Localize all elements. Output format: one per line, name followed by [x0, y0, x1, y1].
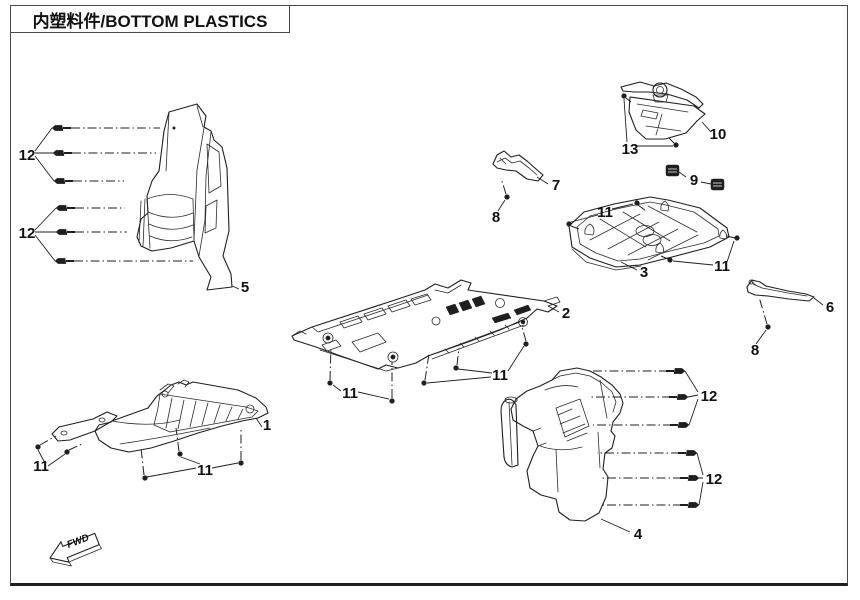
screws-13-part10	[621, 93, 679, 148]
part-4-side-panel	[500, 367, 624, 522]
callout-11-part1-left: 11	[33, 458, 49, 475]
leader-part3	[620, 261, 638, 271]
part-1-skid-plate	[51, 379, 269, 453]
callout-part1: 1	[263, 417, 271, 434]
callout-11-part3-left: 11	[597, 204, 613, 221]
leader-part2	[547, 305, 560, 313]
callout-12-left-upper: 12	[19, 147, 36, 164]
screws-12-left-upper	[34, 124, 160, 185]
leader-part6	[813, 297, 824, 306]
callout-13-part10: 13	[622, 141, 639, 158]
fwd-arrow: FWD	[49, 532, 102, 567]
part-3-tray	[568, 196, 730, 271]
screws-12-right-upper	[588, 367, 699, 429]
callout-part5: 5	[241, 279, 249, 296]
screw-8-part7	[497, 177, 510, 212]
part-10-bracket	[620, 81, 706, 140]
fwd-arrow-label: FWD	[65, 532, 90, 550]
part-2-floor-panel	[291, 279, 561, 372]
leader-part10	[701, 121, 712, 133]
callout-part2: 2	[562, 305, 570, 322]
title-box: 内塑料件/BOTTOM PLASTICS	[10, 5, 290, 33]
callout-11-part2-left: 11	[342, 385, 358, 402]
screw-8-part6	[755, 296, 771, 345]
leader-part5	[231, 285, 240, 290]
callout-part4: 4	[634, 526, 643, 543]
callout-11-part3-right: 11	[714, 258, 730, 275]
callout-12-left-lower: 12	[19, 225, 36, 242]
part-6-bracket	[746, 279, 815, 302]
callout-part10: 10	[710, 126, 727, 143]
callout-part3: 3	[640, 264, 648, 281]
callout-12-right-lower: 12	[706, 471, 723, 488]
callout-9-clips: 9	[690, 172, 698, 189]
page-border	[10, 5, 848, 586]
screws-11-part2	[327, 326, 529, 404]
screws-11-part1	[35, 427, 244, 481]
callout-11-part2-right: 11	[492, 367, 508, 384]
leader-part7	[536, 176, 549, 185]
leader-part1	[255, 417, 263, 428]
part-9-clips	[665, 164, 725, 191]
screws-12-right-lower	[597, 449, 704, 509]
callout-part6: 6	[826, 299, 834, 316]
callout-part7: 7	[552, 177, 560, 194]
callout-11-part1-bottom: 11	[197, 462, 213, 479]
callout-12-right-upper: 12	[701, 388, 718, 405]
screws-12-left-lower	[34, 204, 193, 265]
screws-11-part3	[566, 200, 740, 266]
callout-8-part6: 8	[751, 342, 759, 359]
leader-part4	[600, 518, 631, 533]
part-7-bracket	[492, 150, 544, 182]
callout-8-part7: 8	[492, 209, 500, 226]
page-title: 内塑料件/BOTTOM PLASTICS	[32, 11, 268, 31]
part-5-side-panel	[136, 103, 233, 291]
